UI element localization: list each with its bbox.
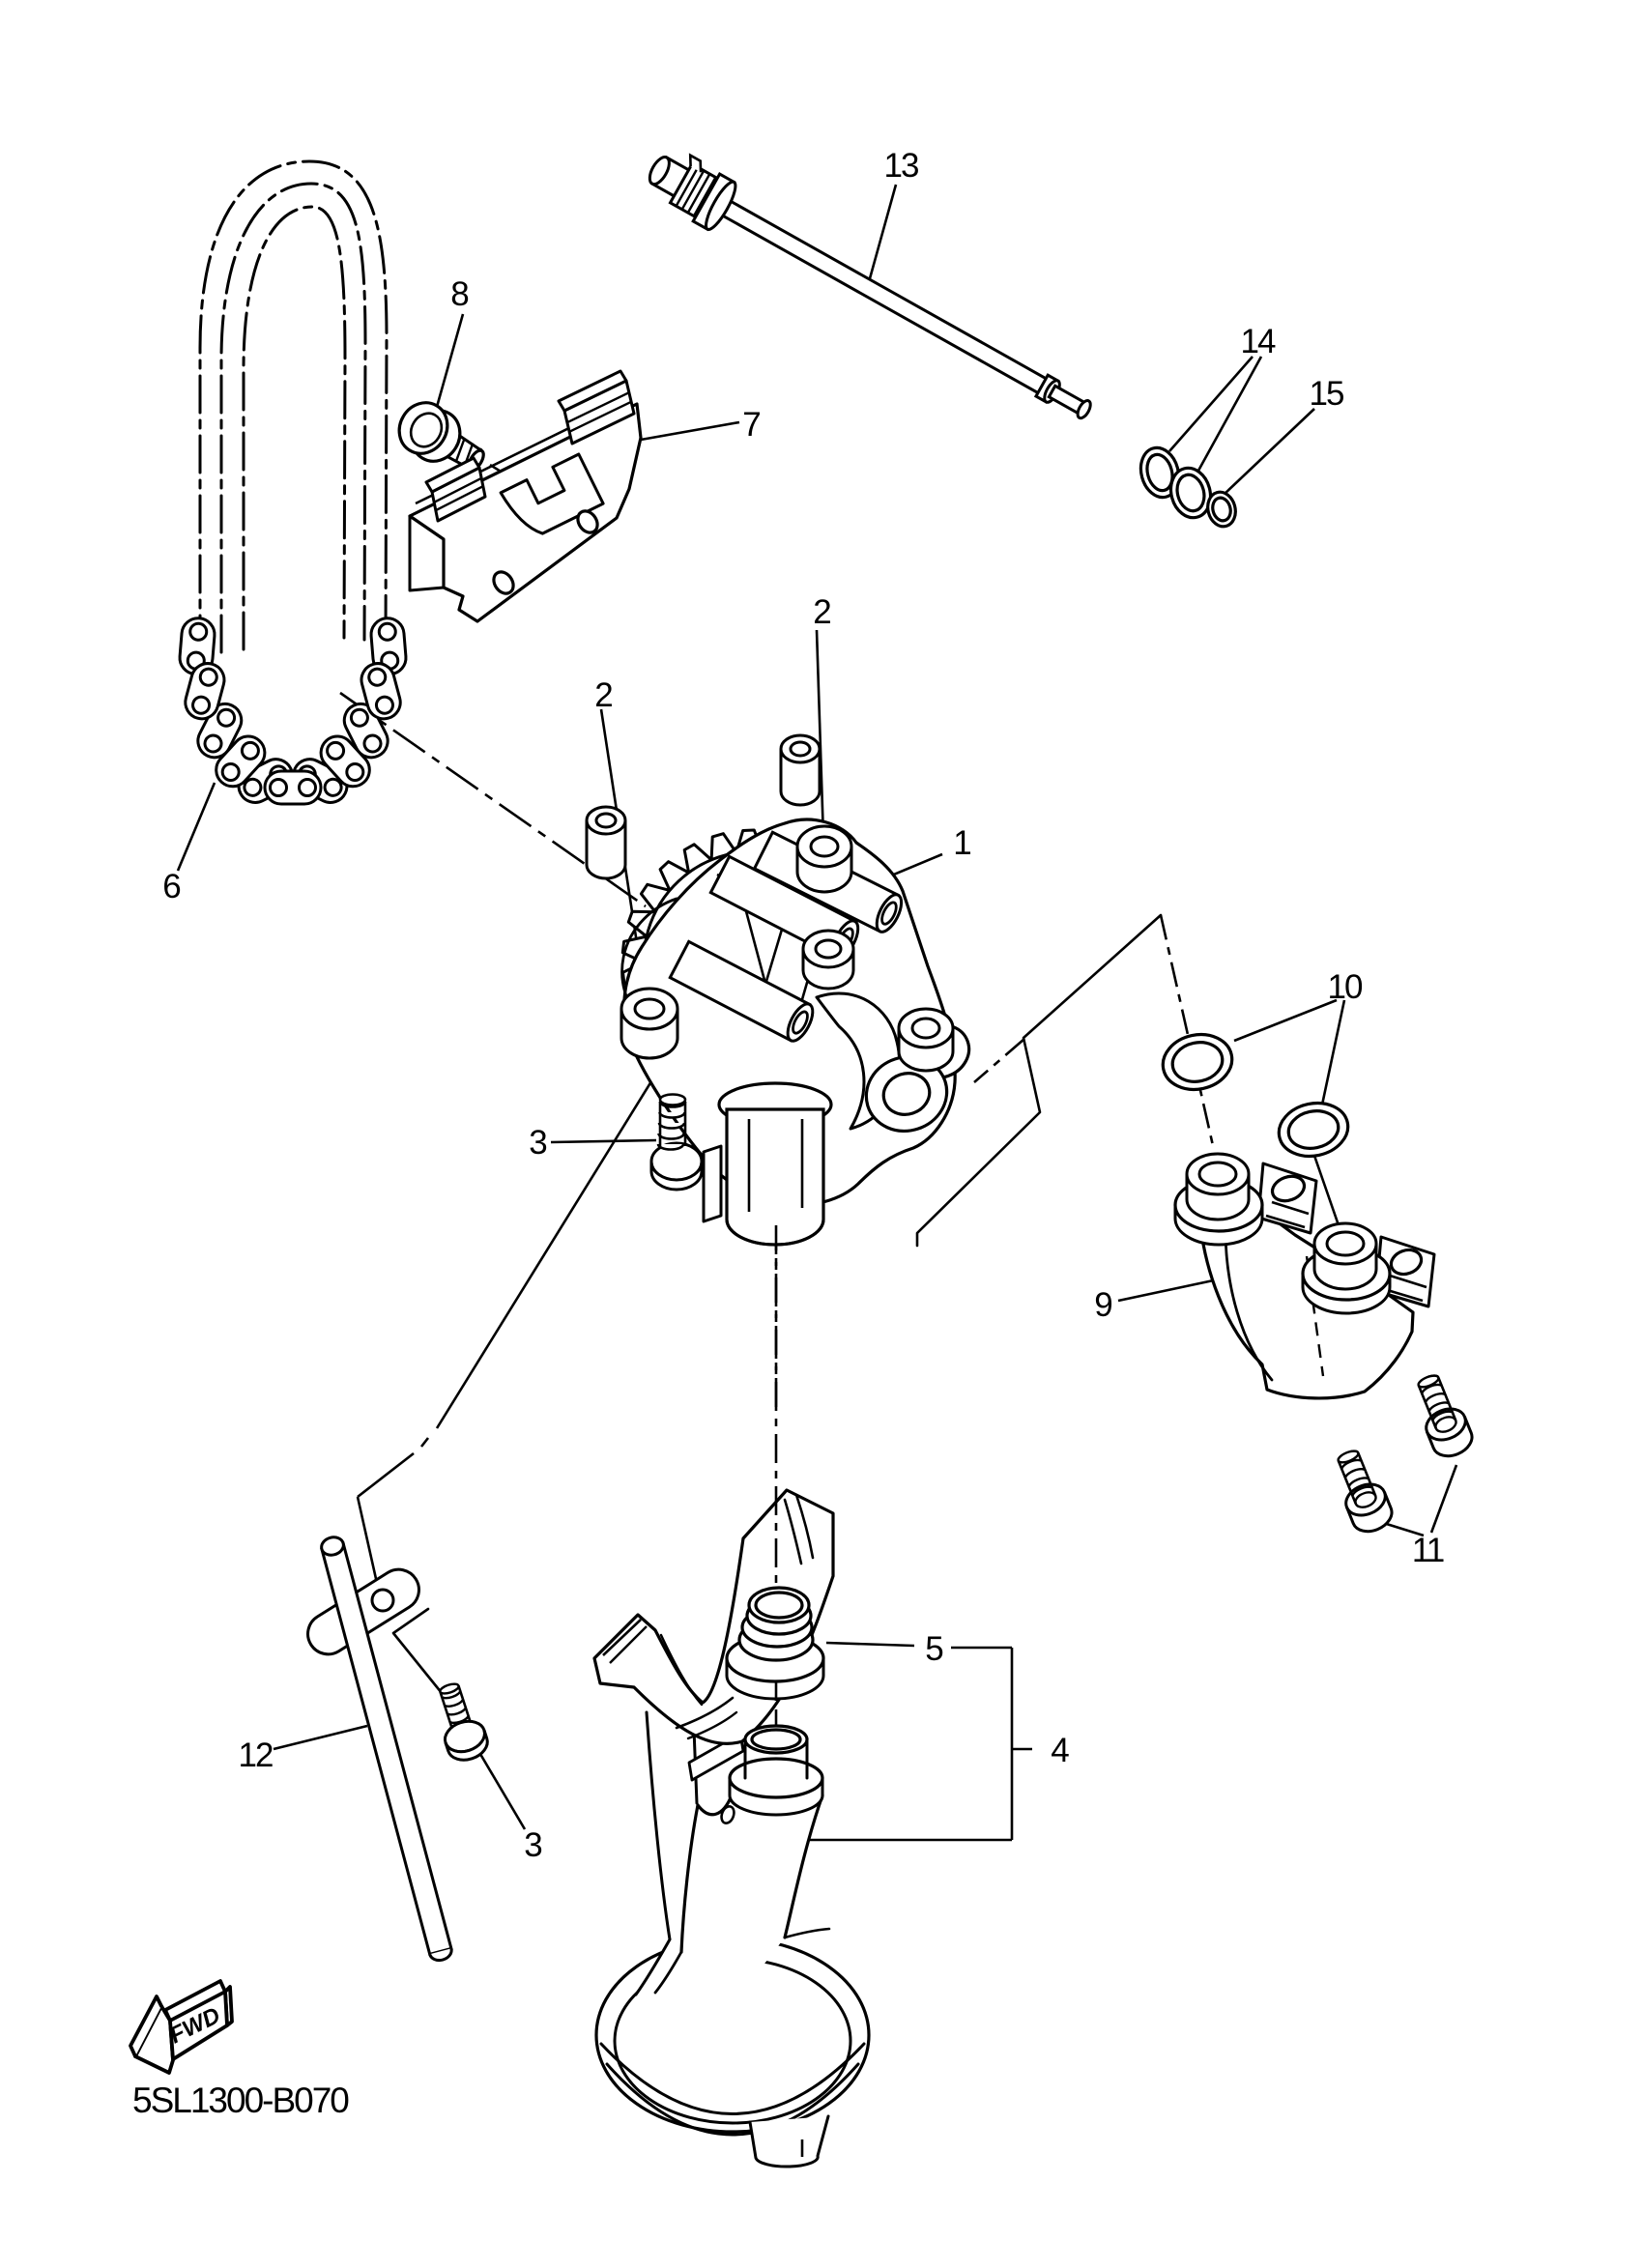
svg-text:8: 8 [450,275,468,313]
svg-text:13: 13 [884,147,918,185]
svg-text:6: 6 [162,868,180,905]
svg-text:12: 12 [239,1737,273,1774]
svg-text:15: 15 [1310,375,1343,413]
svg-text:5SL1300-B070: 5SL1300-B070 [132,2081,349,2120]
svg-text:14: 14 [1241,323,1276,360]
svg-text:2: 2 [594,676,612,714]
svg-text:11: 11 [1412,1532,1444,1569]
svg-text:7: 7 [742,406,760,444]
svg-text:2: 2 [813,593,830,631]
svg-text:9: 9 [1094,1286,1111,1324]
svg-text:4: 4 [1051,1732,1069,1769]
svg-text:3: 3 [529,1124,546,1162]
svg-text:3: 3 [524,1826,541,1864]
svg-text:10: 10 [1328,968,1363,1006]
svg-text:5: 5 [925,1630,942,1668]
svg-text:1: 1 [953,824,970,862]
